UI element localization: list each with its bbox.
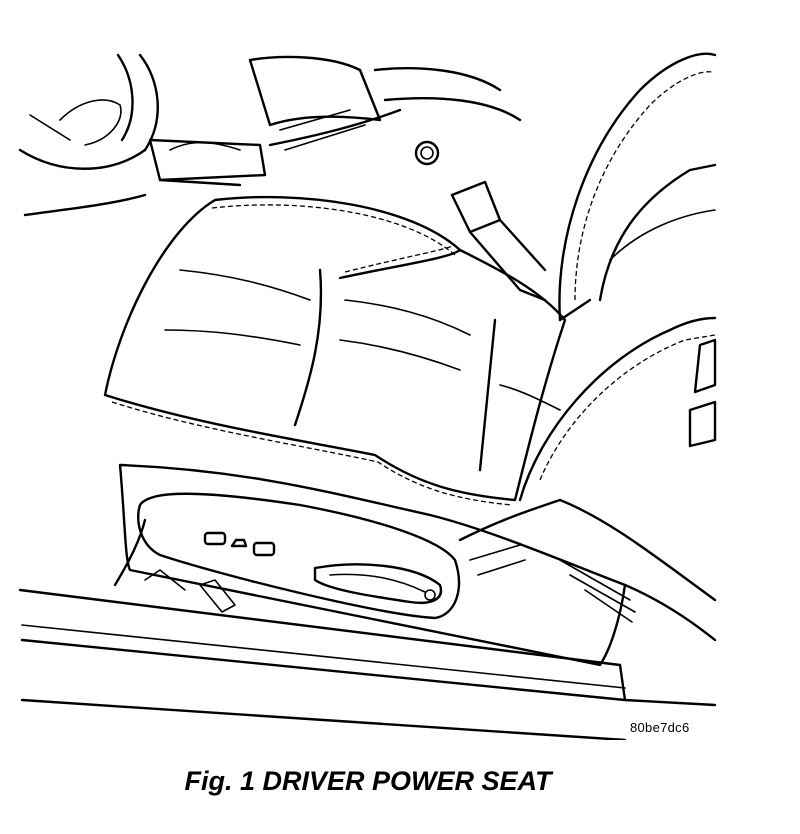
steering-wheel bbox=[20, 55, 158, 215]
console bbox=[150, 57, 520, 185]
driver-power-seat-illustration bbox=[0, 0, 800, 740]
seat-belt-buckle bbox=[452, 182, 545, 300]
power-seat-switches[interactable] bbox=[205, 533, 274, 555]
seat-cushion bbox=[105, 197, 565, 505]
figure-caption: Fig. 1 DRIVER POWER SEAT bbox=[184, 766, 552, 796]
seat-back bbox=[520, 54, 715, 500]
seat-side-shield bbox=[120, 465, 625, 665]
figure-code: 80be7dc6 bbox=[630, 720, 690, 735]
seat-back-lower bbox=[460, 500, 715, 640]
sill-plate bbox=[20, 520, 715, 740]
